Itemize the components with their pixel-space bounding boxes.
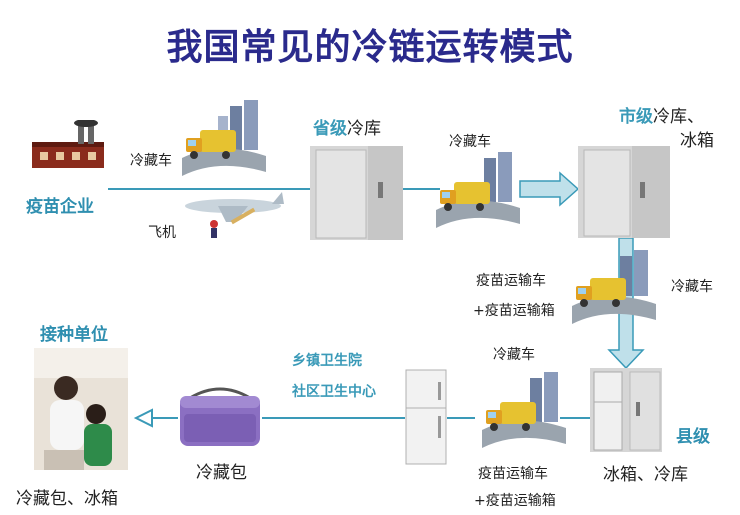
vaccine-company-label: 疫苗企业 <box>26 197 94 217</box>
refrigerated-truck-icon <box>182 100 266 176</box>
fridge-icon <box>405 369 447 465</box>
municipal-label: 市级冷库、 <box>619 102 704 127</box>
vaccine-box-label-1: +疫苗运输箱 <box>473 303 555 319</box>
refrigerated-truck-icon <box>572 250 656 324</box>
refrigerated-truck-icon <box>482 372 566 448</box>
vaccination-unit-equipment: 冷藏包、冰箱 <box>16 489 118 509</box>
township-label-1: 乡镇卫生院 <box>292 353 362 369</box>
municipal-equipment-1: 冷库、 <box>653 107 704 127</box>
provincial-label: 省级冷库 <box>313 114 381 139</box>
refrigerated-truck-label-2: 冷藏车 <box>449 134 491 150</box>
vaccine-truck-label-1: 疫苗运输车 <box>476 273 546 289</box>
vaccination-unit-label: 接种单位 <box>40 325 108 345</box>
cold-room-icon <box>578 146 670 238</box>
municipal-level: 市级 <box>619 107 653 127</box>
flow-arrow-to-municipal <box>519 171 580 207</box>
county-label: 县级 <box>676 427 710 447</box>
township-label-2: 社区卫生中心 <box>292 384 376 400</box>
provincial-level: 省级 <box>313 119 347 139</box>
vaccine-box-label-2: +疫苗运输箱 <box>474 493 556 509</box>
airplane-label: 飞机 <box>148 225 176 241</box>
factory-icon <box>32 120 104 168</box>
provincial-equipment: 冷库 <box>347 119 381 139</box>
refrigerated-truck-icon <box>436 152 520 228</box>
airplane-icon <box>185 192 284 238</box>
refrigerated-truck-label-3: 冷藏车 <box>671 279 713 295</box>
vaccine-truck-label-2: 疫苗运输车 <box>478 466 548 482</box>
cold-bag-label: 冷藏包 <box>196 463 247 483</box>
municipal-equipment-2: 冰箱 <box>680 131 714 151</box>
fridge-and-cold-room-icon <box>590 368 662 452</box>
cold-room-icon <box>310 146 403 240</box>
cooler-bag-icon <box>180 387 260 446</box>
county-equipment: 冰箱、冷库 <box>603 465 688 485</box>
refrigerated-truck-label-4: 冷藏车 <box>493 347 535 363</box>
flow-arrow-to-unit <box>133 408 153 428</box>
refrigerated-truck-label-1: 冷藏车 <box>130 153 172 169</box>
vaccination-scene-image <box>34 348 128 470</box>
page-title: 我国常见的冷链运转模式 <box>166 27 574 68</box>
